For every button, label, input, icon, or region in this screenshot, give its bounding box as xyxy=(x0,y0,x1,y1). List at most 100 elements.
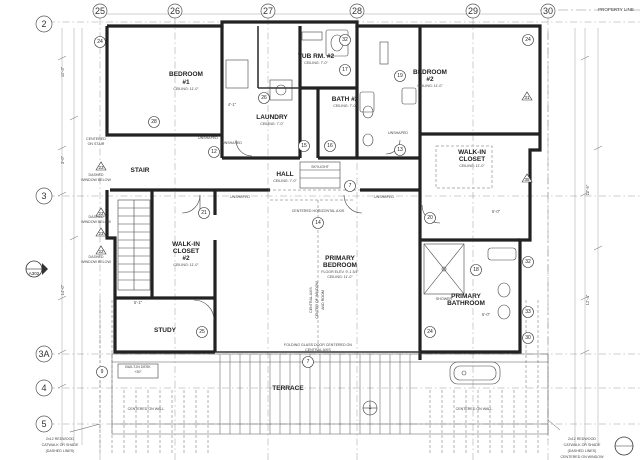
terrace-decking xyxy=(99,300,549,454)
room-name: BATH #2 xyxy=(332,96,359,103)
svg-text:2: 2 xyxy=(41,19,46,29)
property-line-label: PROPERTY LINE xyxy=(598,7,634,12)
exterior-walls xyxy=(105,20,542,354)
svg-text:18: 18 xyxy=(473,267,479,273)
fixtures xyxy=(117,29,517,385)
window-tag: 30 xyxy=(522,332,534,344)
note-dashed-window: DASHED xyxy=(89,173,104,177)
room-name: WALK-IN xyxy=(458,149,486,156)
window-tag: 16 xyxy=(324,140,336,152)
room-ceiling: CEILING: 11'-0" xyxy=(459,164,485,168)
note-centered-wall: CENTERED ON WALL xyxy=(456,407,493,411)
window-tag: 25 xyxy=(196,326,208,338)
room-name: STAIR xyxy=(130,167,149,174)
note-unshaped: UNSHAPED xyxy=(222,141,242,145)
svg-text:7: 7 xyxy=(349,183,352,189)
grid-bubble: 30 xyxy=(540,3,556,19)
note-unshaped: UNSHAPED xyxy=(388,131,408,135)
note-redwood: 2x12 REDWOOD xyxy=(568,437,596,441)
triangle-tag: 23 xyxy=(95,227,107,237)
svg-text:25: 25 xyxy=(199,329,205,335)
window-tag: 20 xyxy=(424,212,436,224)
room-ceiling: CEILING: 7'-0" xyxy=(273,179,297,183)
room-ceiling: FLOOR ELEV. 9'-1 3/4" xyxy=(321,270,359,274)
window-tag: 17 xyxy=(339,64,351,76)
svg-text:32: 32 xyxy=(525,259,531,265)
svg-text:15: 15 xyxy=(301,143,307,149)
triangle-tag: 31 xyxy=(521,91,533,101)
window-tag: 32 xyxy=(339,34,351,46)
room-name: TUB RM. #2 xyxy=(298,53,335,60)
window-tag: 7 xyxy=(302,356,314,368)
room-name: CLOSET xyxy=(173,248,199,255)
svg-text:24: 24 xyxy=(525,37,531,43)
note-redwood: 2x12 REDWOOD xyxy=(46,437,74,441)
dim-label: 14'-0" xyxy=(60,284,65,295)
note-redwood: (DASHED LINES) xyxy=(568,449,597,453)
grid-bubble: 28 xyxy=(349,3,365,19)
note-centered-stair: ON STAIR xyxy=(88,142,105,146)
note-centered-wall: CENTERED ON WALL xyxy=(128,407,165,411)
dimension-text: 11'-3" 3'-0" 14'-0" 12'-6" 12'-4" 4'-1" … xyxy=(60,66,590,317)
svg-text:33: 33 xyxy=(525,309,531,315)
window-tag: 13 xyxy=(394,144,406,156)
svg-text:17: 17 xyxy=(342,67,348,73)
note-dashed-window: DASHED xyxy=(89,215,104,219)
room-name: BEDROOM xyxy=(323,262,357,269)
window-tag: 24 xyxy=(94,36,106,48)
room-ceiling: CEILING: 7'-0" xyxy=(304,61,328,65)
svg-text:23: 23 xyxy=(98,231,104,236)
svg-text:30: 30 xyxy=(543,6,553,16)
stair xyxy=(117,199,151,291)
svg-text:22: 22 xyxy=(98,211,104,216)
note-redwood: CATWALK OR SHADE xyxy=(42,443,79,447)
room-name: #2 xyxy=(182,255,190,262)
svg-text:32: 32 xyxy=(342,37,348,43)
note-folding-glass: CENTRAL AXIS xyxy=(305,348,331,352)
svg-text:12: 12 xyxy=(211,149,217,155)
svg-text:35: 35 xyxy=(524,177,530,182)
svg-text:3: 3 xyxy=(41,191,46,201)
svg-text:29: 29 xyxy=(468,6,478,16)
triangle-tag: 35 xyxy=(521,173,533,183)
note-unshaped: UNSHAPED xyxy=(198,136,218,140)
window-tag: 14 xyxy=(312,217,324,229)
window-tag: 24 xyxy=(424,326,436,338)
window-tag: 9 xyxy=(96,366,108,378)
grid-bubble: 5 xyxy=(35,415,53,433)
corner-bubble xyxy=(614,436,634,456)
window-tags: 24 28 12 26 17 15 16 13 7 14 21 20 18 25… xyxy=(94,34,534,416)
room-name: BATHROOM xyxy=(447,300,485,307)
room-ceiling: CEILING: 11'-0" xyxy=(173,87,199,91)
window-tag: 19 xyxy=(394,70,406,82)
note-folding-glass: FOLDING GLASS DOOR CENTERED ON xyxy=(284,343,352,347)
note-dashed-window: DASHED xyxy=(89,255,104,259)
window-tag: 26 xyxy=(258,92,270,104)
grid-bubble: 29 xyxy=(465,3,481,19)
svg-text:28: 28 xyxy=(352,6,362,16)
dim-label: 3'-0" xyxy=(60,155,65,164)
note-redwood: CATWALK OR SHADE xyxy=(564,443,601,447)
note-unshaped: UNSHAPED xyxy=(230,195,250,199)
note-dashed-window: WINDOW BELOW xyxy=(81,260,111,264)
window-tag: 32 xyxy=(522,256,534,268)
triangle-tags: 23 22 22 23 31 35 xyxy=(95,91,533,255)
room-name: WALK-IN xyxy=(172,241,200,248)
notes: 2x12 REDWOOD CATWALK OR SHADE (DASHED LI… xyxy=(42,131,604,459)
svg-text:26: 26 xyxy=(261,95,267,101)
window-tag: 24 xyxy=(522,34,534,46)
grid-bubble: 3 xyxy=(35,187,53,205)
dim-label: 6'-0" xyxy=(482,312,491,317)
svg-text:25: 25 xyxy=(95,6,105,16)
grid-bubble: 25 xyxy=(92,3,108,19)
grid-lines xyxy=(48,18,640,460)
triangle-tag: 22 xyxy=(95,245,107,255)
room-name: LAUNDRY xyxy=(256,114,288,121)
room-ceiling: CEILING: 7'-0" xyxy=(260,122,284,126)
svg-text:13: 13 xyxy=(397,147,403,153)
dim-label: 5'-0" xyxy=(492,209,501,214)
grid-bubbles-top: 25 26 27 28 29 30 xyxy=(92,3,556,19)
svg-text:19: 19 xyxy=(397,73,403,79)
svg-text:24: 24 xyxy=(427,329,433,335)
dim-label: 11'-3" xyxy=(60,66,65,77)
